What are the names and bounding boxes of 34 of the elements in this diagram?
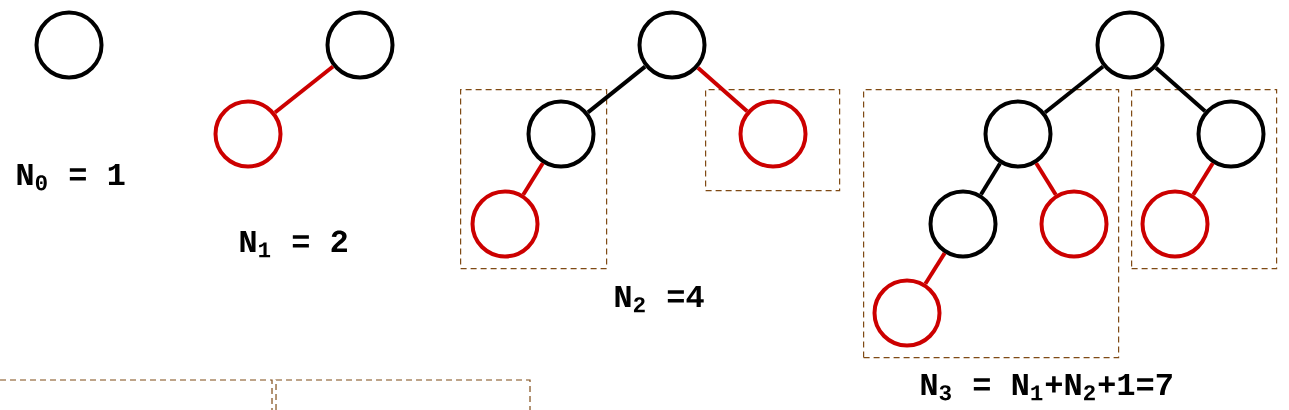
dashed-box (460, 89, 608, 270)
dashed-box (0, 379, 273, 410)
edge-line (586, 65, 647, 114)
edge-line (1154, 66, 1207, 113)
edge-line (979, 162, 1002, 196)
node-circle (1039, 189, 1109, 259)
node-circle (470, 189, 540, 259)
edge-line (923, 252, 947, 285)
edge-line (1034, 162, 1058, 196)
node-circle (872, 278, 942, 348)
node-circle (738, 99, 808, 169)
edge-line (1043, 64, 1105, 115)
formula: N$_{3}$ = N$_{1}$+N$_{2}$+1=7 (921, 373, 1172, 401)
formula: N$_{1}$ = 2 (240, 230, 347, 258)
node-circle (1095, 10, 1165, 80)
node-circle (1196, 99, 1266, 169)
node-circle (637, 10, 707, 80)
dashed-box (1131, 89, 1278, 270)
edge-line (1191, 162, 1215, 196)
edge-line (696, 66, 749, 113)
node-circle (1140, 189, 1210, 259)
edge-line (521, 162, 545, 196)
edge-line (273, 64, 335, 115)
node-circle (34, 10, 104, 80)
node-circle (325, 10, 395, 80)
formula: N$_{2}$ =4 (615, 285, 704, 313)
node-circle (928, 189, 998, 259)
node-circle (526, 99, 596, 169)
node-circle (983, 99, 1053, 169)
dashed-box (275, 379, 531, 410)
dashed-box (863, 89, 1120, 359)
node-circle (213, 99, 283, 169)
dashed-box (705, 89, 841, 192)
formula: N$_{0}$ = 1 (17, 163, 125, 191)
